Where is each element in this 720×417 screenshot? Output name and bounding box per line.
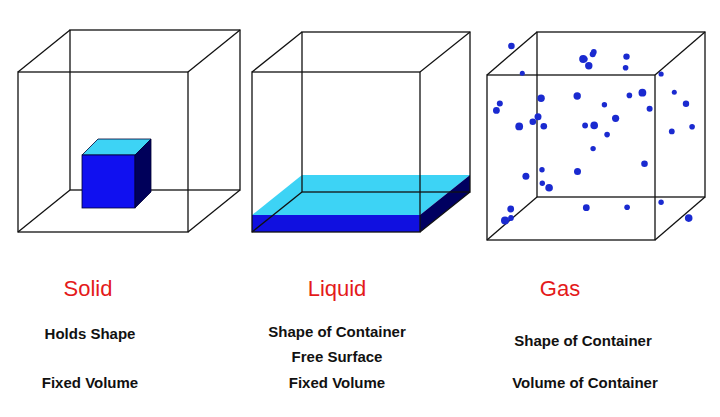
property-text: Fixed Volume	[289, 374, 385, 391]
liquid-container	[252, 32, 470, 232]
gas-particle	[669, 129, 675, 135]
gas-particle	[583, 204, 590, 211]
solid-block	[82, 139, 151, 208]
gas-particle	[501, 216, 509, 224]
gas-particle	[540, 181, 545, 186]
gas-particle	[647, 106, 653, 112]
gas-particle	[539, 167, 544, 172]
gas-particle	[582, 123, 588, 129]
gas-particle	[507, 206, 514, 213]
property-text: Shape of Container	[268, 323, 406, 340]
gas-particle	[515, 123, 523, 131]
gas-particle	[659, 71, 664, 76]
gas-particles	[493, 43, 695, 225]
gas-particle	[689, 124, 695, 130]
gas-particle	[685, 214, 693, 222]
gas-container	[487, 32, 705, 240]
gas-particle	[590, 51, 596, 57]
property-text: Free Surface	[292, 348, 383, 365]
gas-particle	[658, 200, 663, 205]
state-title: Liquid	[308, 276, 367, 301]
gas-particle	[508, 43, 515, 50]
gas-particle	[590, 122, 598, 130]
gas-particle	[545, 184, 553, 192]
property-text: Fixed Volume	[42, 374, 138, 391]
gas-particle	[522, 173, 529, 180]
gas-particle	[579, 55, 587, 63]
property-text: Shape of Container	[514, 332, 652, 349]
state-title: Solid	[64, 276, 113, 301]
solid-container	[18, 30, 240, 232]
state-title: Gas	[540, 276, 580, 301]
gas-particle	[623, 65, 629, 71]
gas-particle	[602, 102, 607, 107]
gas-particle	[520, 71, 525, 76]
gas-particle	[537, 95, 544, 102]
gas-particle	[612, 115, 619, 122]
gas-particle	[530, 118, 537, 125]
gas-particle	[624, 204, 630, 210]
gas-particle	[590, 146, 595, 151]
liquid-body	[252, 175, 470, 232]
gas-particle	[623, 53, 629, 59]
gas-particle	[627, 93, 633, 99]
gas-particle	[535, 113, 542, 120]
gas-particle	[541, 123, 548, 130]
gas-particle	[493, 107, 500, 114]
gas-particle	[641, 160, 648, 167]
gas-particle	[639, 89, 647, 97]
property-text: Holds Shape	[45, 325, 136, 342]
gas-particle	[508, 215, 514, 221]
gas-particle	[585, 62, 592, 69]
gas-particle	[574, 168, 581, 175]
gas-particle	[497, 101, 503, 107]
gas-particle	[672, 90, 677, 95]
gas-particle	[683, 101, 689, 107]
property-text: Volume of Container	[512, 374, 658, 391]
gas-particle	[604, 132, 610, 138]
gas-particle	[574, 92, 581, 99]
